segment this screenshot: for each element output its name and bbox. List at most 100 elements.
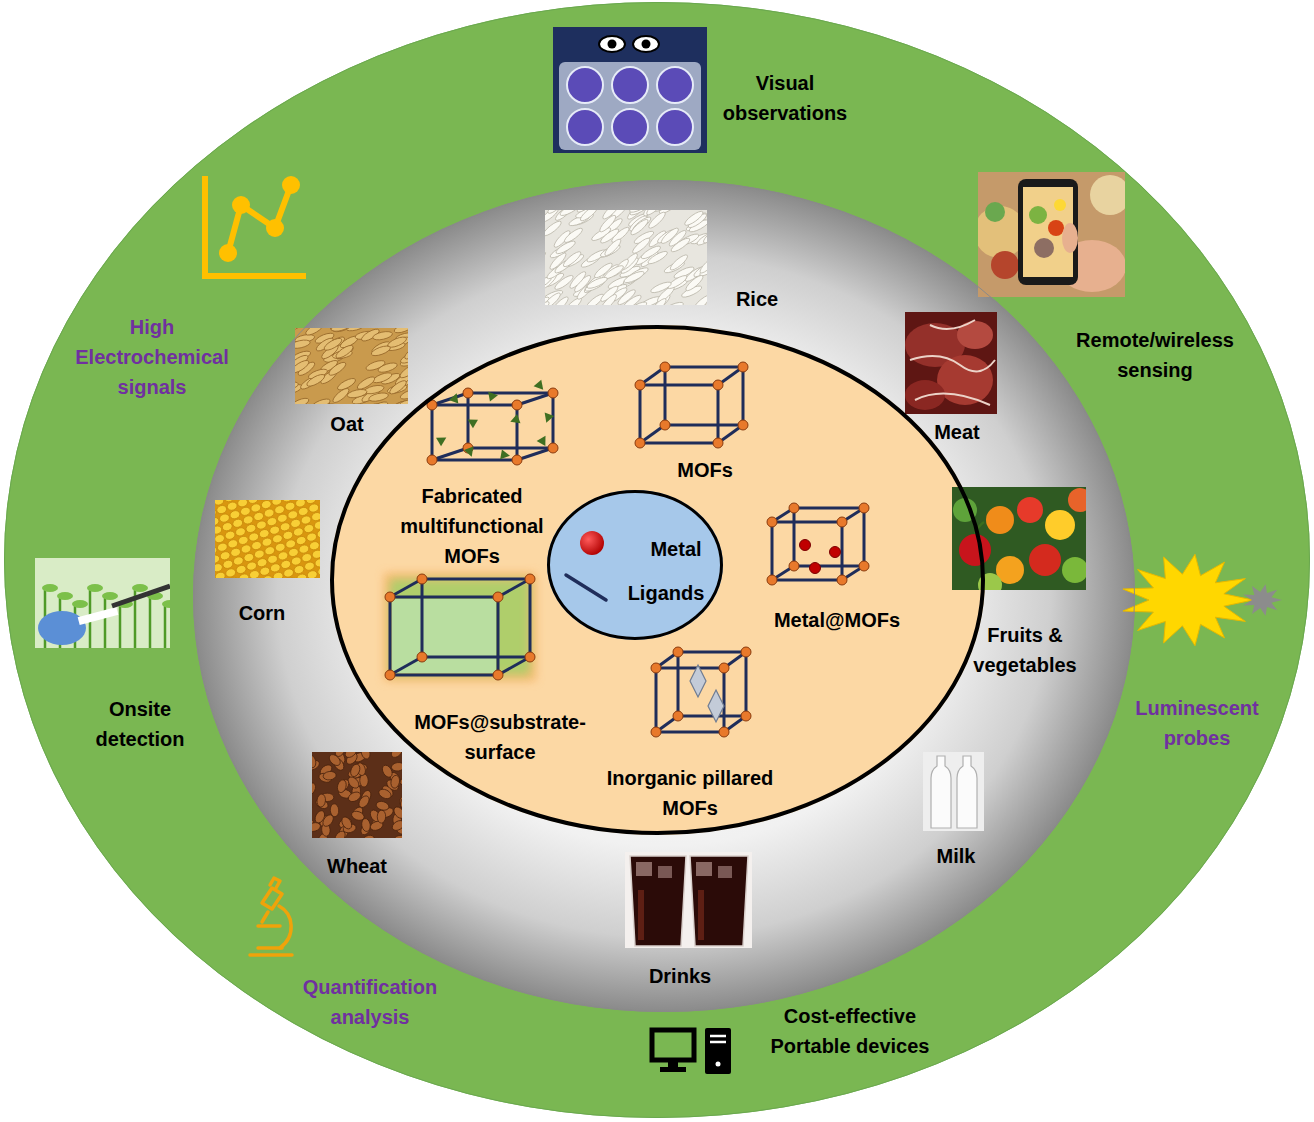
corn-photo [311, 511, 320, 522]
application-ring: Visual observationsRemote/wireless sensi… [4, 2, 1310, 1118]
wheat-photo [330, 803, 339, 817]
mof-cube [635, 438, 645, 448]
wheat-photo [394, 835, 402, 838]
corn-photo [215, 571, 226, 578]
functionalized-mof-cube [427, 455, 437, 465]
luminescent-starburst [1123, 554, 1282, 645]
functionalized-mof-cube [509, 414, 521, 426]
drinks-photo [638, 890, 644, 940]
substrate-mof-cube [493, 670, 503, 680]
rice-photo [670, 236, 692, 254]
corn-photo [264, 545, 276, 556]
computer-icon [660, 1067, 686, 1072]
produce-photo [1068, 488, 1086, 512]
chart-icon [219, 244, 237, 262]
pillared-mof-cube [708, 690, 724, 722]
functionalized-mof-cube [488, 390, 499, 401]
pillared-mof-cube [741, 647, 751, 657]
corn-photo [282, 530, 294, 541]
substrate-glow [390, 579, 530, 675]
mof-cube [738, 420, 748, 430]
photo-group [35, 27, 1130, 948]
functionalized-mof-cube [548, 388, 558, 398]
substrate-mof-cube [385, 670, 395, 680]
onsite-photo [38, 611, 86, 645]
corn-photo [235, 564, 247, 575]
corn-photo [234, 526, 246, 537]
oat-photo [295, 396, 310, 404]
corn-photo [227, 576, 239, 578]
rice-photo [545, 210, 707, 305]
chart-icon [282, 176, 300, 194]
corn-photo [314, 557, 320, 568]
well-plate-photo [657, 109, 693, 145]
rice-photo [692, 293, 707, 305]
corn-photo [272, 571, 284, 578]
wheat-photo [347, 790, 362, 803]
oat-photo [295, 328, 408, 404]
corn-photo [320, 575, 321, 578]
corn-photo [258, 528, 270, 539]
substrate-glow [384, 573, 536, 681]
luminescent-starburst [1243, 584, 1282, 616]
corn-photo [242, 515, 254, 526]
corn-photo [296, 573, 308, 578]
corn-photo [315, 500, 320, 501]
food-label: Milk [906, 841, 1006, 871]
corn-photo [303, 561, 315, 572]
corn-photo [240, 544, 252, 555]
substrate-mof-cube [498, 579, 530, 597]
corn-photo [229, 509, 241, 520]
mof-type-label: Inorganic pillared MOFs [598, 763, 783, 823]
corn-photo [222, 559, 234, 570]
oat-photo [330, 328, 351, 333]
corn-photo [316, 528, 320, 539]
well-plate-photo [567, 67, 603, 103]
oat-photo [304, 328, 325, 337]
substrate-mof-cube [422, 579, 530, 657]
oat-photo [372, 330, 393, 341]
rice-photo [692, 210, 707, 211]
corn-photo [287, 509, 299, 520]
corn-photo [309, 578, 320, 579]
corn-photo [276, 513, 288, 524]
substrate-mof-cube [498, 657, 530, 675]
mof-cube [640, 385, 718, 443]
corn-photo [263, 508, 275, 519]
corn-photo [287, 547, 299, 558]
phone-photo [991, 251, 1019, 279]
functionalized-mof-cube [534, 380, 547, 393]
pillared-mof-cube [690, 665, 706, 697]
corn-photo [277, 551, 289, 562]
oat-photo [347, 388, 368, 399]
metal-ligand-symbols [566, 575, 606, 600]
mof-cube [635, 362, 748, 448]
application-label: Luminescent probes [1127, 693, 1267, 753]
corn-photo [243, 552, 255, 563]
drinks-photo [658, 866, 672, 878]
food-label: Wheat [307, 851, 407, 881]
onsite-photo [35, 558, 170, 648]
substrate-mof-cube [390, 579, 422, 597]
corn-photo [293, 564, 305, 575]
rice-photo [629, 217, 650, 236]
corn-photo [292, 527, 304, 538]
application-label: Onsite detection [75, 694, 205, 754]
corn-photo [238, 573, 250, 578]
corn-photo [308, 503, 320, 514]
corn-photo [301, 552, 313, 563]
mof-type-ellipse: MOFsMetal@MOFsInorganic pillared MOFsMOF… [330, 325, 985, 835]
corn-photo [216, 542, 228, 553]
peach-ellipse-fill [330, 325, 985, 835]
corn-photo [215, 554, 221, 565]
substrate-mof-cube [493, 592, 503, 602]
functionalized-mof-cube [436, 433, 449, 446]
rice-photo [550, 295, 570, 305]
computer-icon [705, 1028, 731, 1074]
substrate-mof-cube [385, 592, 395, 602]
corn-photo [280, 559, 292, 570]
corn-photo [274, 504, 286, 515]
rice-photo [628, 210, 651, 214]
metal-loaded-mof-cube [789, 503, 799, 513]
wheat-photo [322, 752, 337, 753]
